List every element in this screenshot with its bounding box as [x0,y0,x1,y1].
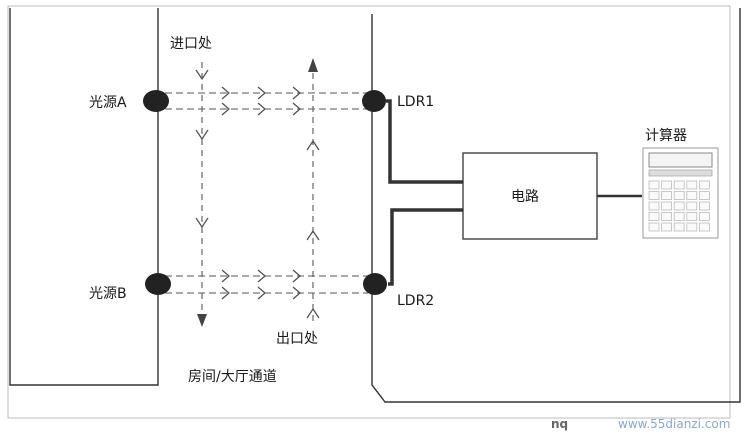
calculator-key [699,222,710,232]
calculator-key [648,212,660,221]
outer-frame [7,5,731,419]
entrance-label: 进口处 [170,36,212,52]
watermark-logo: nq [551,417,568,431]
ldr2-sensor [363,273,387,295]
light-source-a [143,90,169,112]
calculator-key [648,222,660,232]
circuit-label: 电路 [511,189,539,205]
calculator-key [686,180,698,190]
beam-chevrons [221,86,301,300]
calculator-key [673,201,685,211]
calculator-key [673,191,685,200]
calculator-key [699,191,710,200]
calculator-key [699,212,710,221]
calculator-key [699,201,710,211]
calculator-key [686,191,698,200]
wiring [386,99,642,286]
watermark-url: www.55dianzi.com [618,417,730,431]
calculator-key [661,180,672,190]
right-wall [371,8,741,403]
calculator-label: 计算器 [645,128,687,144]
calculator-key [648,191,660,200]
calculator-key [661,212,672,221]
calculator-key [686,201,698,211]
calculator-key [686,212,698,221]
exit-flow [306,58,320,322]
calculator-key [648,201,660,211]
beam-b [165,275,368,294]
calculator-key [686,222,698,232]
calculator-key [661,201,672,211]
ldr1-label: LDR1 [397,94,434,110]
light-source-b [145,273,171,295]
exit-label: 出口处 [276,331,318,347]
beam-a [165,92,368,110]
left-wall [9,8,159,386]
light-source-a-label: 光源A [89,95,127,111]
calculator-key [699,180,710,190]
calculator-key [648,180,660,190]
calculator-icon [642,147,719,239]
entrance-flow [195,62,209,327]
calculator-key [661,222,672,232]
calculator-key [661,191,672,200]
circuit-box [462,152,598,240]
calculator-key [673,212,685,221]
ldr1-sensor [362,90,386,112]
calculator-key [673,222,685,232]
corridor-label: 房间/大厅通道 [188,369,277,385]
light-source-b-label: 光源B [89,286,127,302]
ldr2-label: LDR2 [397,293,434,309]
calculator-key [673,180,685,190]
